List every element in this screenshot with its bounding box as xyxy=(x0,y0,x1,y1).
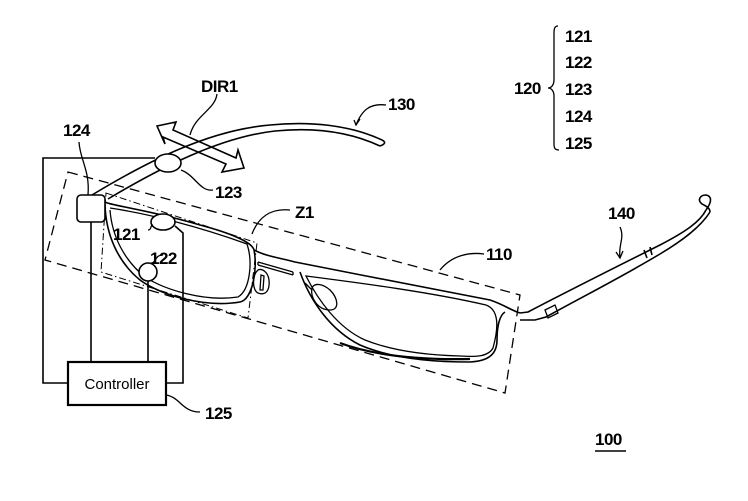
legend-item: 124 xyxy=(565,107,593,126)
leader-123 xyxy=(180,169,214,191)
label-130: 130 xyxy=(388,95,415,114)
legend-item: 125 xyxy=(565,134,592,153)
sensor-123 xyxy=(154,153,182,173)
label-z1: Z1 xyxy=(295,203,314,222)
label-100: 100 xyxy=(595,430,622,449)
controller-box xyxy=(66,360,168,407)
leader-130 xyxy=(355,104,387,126)
leader-110 xyxy=(439,252,485,271)
label-124: 124 xyxy=(63,121,91,140)
leader-122 xyxy=(151,254,164,264)
label-dir1: DIR1 xyxy=(201,77,238,96)
legend-brace xyxy=(547,25,560,151)
dir1-double-arrow xyxy=(155,120,246,174)
temple-arm-140 xyxy=(519,194,712,321)
label-125: 125 xyxy=(205,404,232,423)
label-123: 123 xyxy=(215,183,242,202)
left-lens-rim xyxy=(104,201,256,305)
legend-item: 122 xyxy=(565,53,592,72)
nose-pad-left xyxy=(252,268,270,295)
right-lens-rim xyxy=(253,249,521,363)
leader-lines xyxy=(78,93,624,413)
leader-125 xyxy=(165,394,201,413)
nose-pad-right xyxy=(304,282,338,311)
controller-wiring xyxy=(42,157,184,384)
temple-arm-130 xyxy=(91,122,386,200)
leader-z1 xyxy=(251,209,291,235)
controller-label: Controller xyxy=(84,376,149,393)
leader-140-arrowhead xyxy=(615,250,624,260)
leader-124 xyxy=(78,141,89,196)
label-140: 140 xyxy=(608,204,635,223)
legend-item: 121 xyxy=(565,27,592,46)
label-121: 121 xyxy=(113,225,140,244)
legend-group-120: 120 121 122 123 124 125 xyxy=(514,25,593,153)
leader-dir1 xyxy=(189,93,218,136)
hinge-block xyxy=(544,304,559,319)
leader-121 xyxy=(147,224,154,231)
sensor-121 xyxy=(150,213,176,231)
legend-item: 123 xyxy=(565,80,592,99)
label-110: 110 xyxy=(486,245,512,264)
leader-130-arrowhead xyxy=(353,118,361,127)
sensor-124 xyxy=(76,194,106,223)
zone-z1-dashdot-box xyxy=(100,192,258,319)
bridge xyxy=(257,261,294,276)
label-122: 122 xyxy=(150,249,177,268)
leader-140 xyxy=(618,226,623,259)
frame-region-110-dashed-box xyxy=(44,171,521,394)
legend-parent-120: 120 xyxy=(514,79,541,98)
